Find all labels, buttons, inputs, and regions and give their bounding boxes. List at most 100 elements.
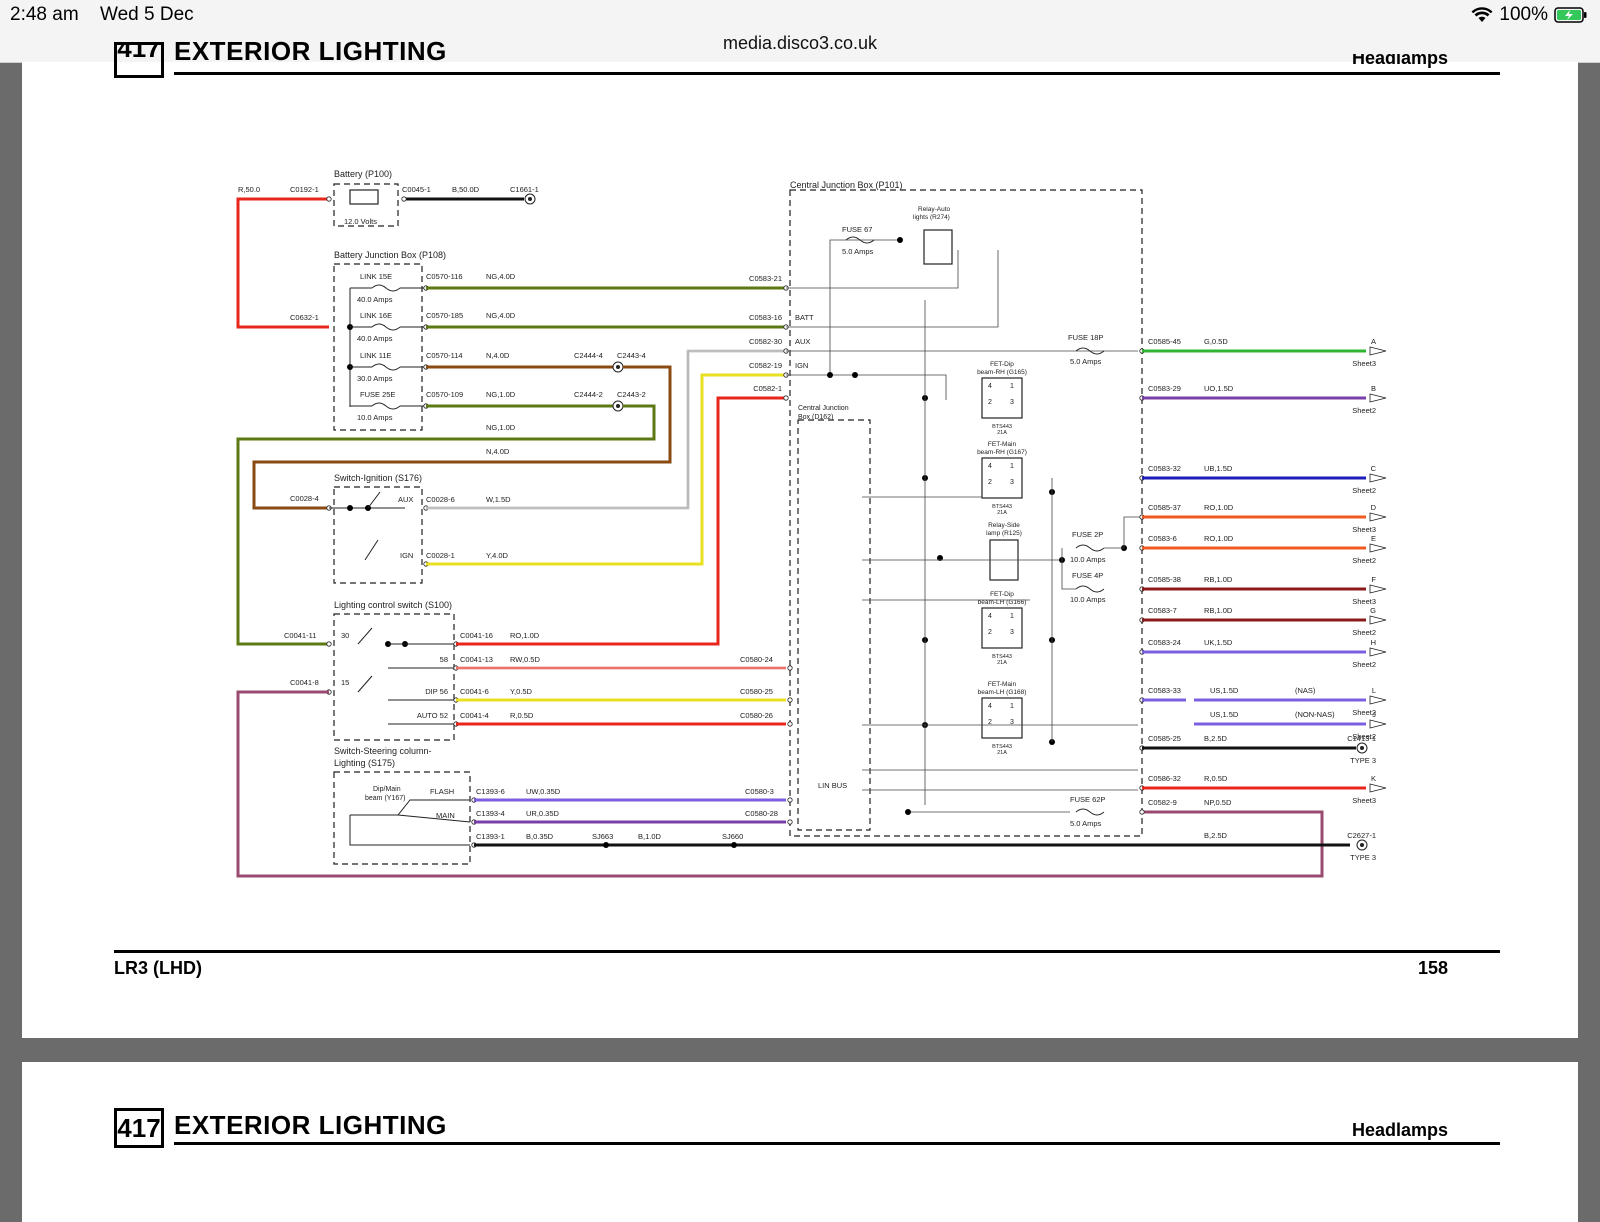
cjb-in-conn: C0583-21 [749, 274, 782, 283]
battery-title: Battery (P100) [334, 169, 392, 179]
fet-main-lh-t2: beam-LH (G168) [978, 689, 1027, 696]
output-sheet: Sheet3 [1352, 359, 1376, 368]
output-wire: RO,1.0D [1204, 503, 1234, 512]
fet-pin: 2 [988, 719, 992, 726]
fet-dip-lh-t1: FET-Dip [990, 591, 1014, 598]
output-letter: K [1371, 774, 1376, 783]
bjb-row-conn: C0570-114 [426, 351, 463, 360]
c2444-2-label: C2444-2 [574, 390, 603, 399]
status-time: 2:48 am [10, 4, 79, 25]
loop-wire1-label: NG,1.0D [486, 423, 516, 432]
ign-conn-in: C0028-4 [290, 494, 319, 503]
bjb-title: Battery Junction Box (P108) [334, 250, 446, 260]
cjb-in-pin [783, 395, 789, 401]
output-letter: C [1371, 464, 1377, 473]
cjb-dot [897, 237, 903, 243]
battery-pin-left [326, 196, 332, 202]
steer-internal [350, 799, 470, 816]
fuse4p: FUSE 4P [1072, 571, 1103, 580]
battery-ground-label: C1661-1 [510, 185, 539, 194]
fuse62p: FUSE 62P [1070, 795, 1105, 804]
fet-pin: 3 [1010, 629, 1014, 636]
fuse62p-amps: 5.0 Amps [1070, 819, 1102, 828]
header-rule-2 [174, 1142, 1500, 1145]
cjb-dot [852, 372, 858, 378]
steer-title1: Switch-Steering column- [334, 746, 432, 756]
battery-conn-left: C0192-1 [290, 185, 319, 194]
steer-internal2 [397, 814, 471, 823]
output-wire: RB,1.0D [1204, 575, 1233, 584]
lcs-box [333, 613, 455, 741]
battery-percent: 100% [1499, 4, 1548, 25]
output-wire: NP,0.5D [1204, 798, 1232, 807]
c2444-4-label: C2444-4 [574, 351, 603, 360]
steer-dest: C0580-28 [745, 809, 778, 818]
lcs-in1: C0041-11 [284, 631, 316, 640]
steer-flash: FLASH [430, 787, 454, 796]
relay-auto-box [923, 229, 953, 265]
bjb-row-wire: NG,1.0D [486, 390, 516, 399]
lin-bus: LIN BUS [818, 781, 847, 790]
bjb-row-wire: NG,4.0D [486, 311, 516, 320]
lcs-in2: C0041-8 [290, 678, 319, 687]
cjb-lower-pin [787, 797, 793, 803]
ign-box [333, 486, 423, 584]
output-wire: UK,1.5D [1204, 638, 1233, 647]
output-letter: B [1371, 384, 1376, 393]
fuse2p-amps: 10.0 Amps [1070, 555, 1106, 564]
output-letter: H [1371, 638, 1376, 647]
bjb-box [333, 263, 423, 431]
fuse67: FUSE 67 [842, 225, 872, 234]
wire-n-loop [252, 365, 672, 510]
fet-bts: 21A [997, 750, 1007, 756]
fuse2p-sym [1075, 544, 1105, 552]
lcs-row-conn: C0041-4 [460, 711, 489, 720]
steer-conn: C1393-4 [476, 809, 505, 818]
battery-wire-left: R,50.0 [238, 185, 260, 194]
fet-bts: BTS443 [992, 654, 1012, 660]
lcs-lever2 [357, 675, 373, 693]
fuse67-amps: 5.0 Amps [842, 247, 874, 256]
lcs-pos30: 30 [341, 631, 349, 640]
output-letter: C1413-1 [1347, 734, 1376, 743]
output-arrow [1369, 393, 1387, 403]
output-sheet: Sheet2 [1352, 732, 1376, 741]
lcs-row-conn: C0041-13 [460, 655, 493, 664]
fet-dip-lh-t2: beam-LH (G166) [978, 599, 1027, 606]
output-letter: J [1372, 710, 1376, 719]
output-sheet: Sheet3 [1352, 796, 1376, 805]
ign-lever2 [364, 539, 379, 561]
output-arrow [1369, 615, 1387, 625]
cjb-in-conn: C0582-1 [753, 384, 782, 393]
header-right: Headlamps [1351, 54, 1448, 68]
lcs-pin-in1 [326, 641, 332, 647]
battery-conn-right: C0045-1 [402, 185, 431, 194]
lcs-row-wire: RO,1.0D [510, 631, 540, 640]
sj663-dot [603, 842, 609, 848]
output-wire: UO,1.5D [1204, 384, 1234, 393]
output-arrow [1369, 346, 1387, 356]
bjb-fuse-amps: 40.0 Amps [357, 334, 393, 343]
fet-bts: 21A [997, 430, 1007, 436]
bjb-row-wire: NG,4.0D [486, 272, 516, 281]
cjb-int [786, 374, 947, 400]
fet-pin: 2 [988, 629, 992, 636]
fuse18p-sym [1075, 347, 1105, 355]
fet-bts: BTS443 [992, 744, 1012, 750]
fet-dip-rh-box [981, 377, 1023, 419]
document-page: 417 EXTERIOR LIGHTING Headlamps Battery … [22, 40, 1578, 1038]
bjb-conn-in: C0632-1 [290, 313, 319, 322]
output-conn: C0585-45 [1148, 337, 1181, 346]
battery-hidden: 4 [355, 199, 356, 200]
output-letter: A [1371, 337, 1376, 346]
lcs-row-dest: C0580-25 [740, 687, 773, 696]
fet-pin: 2 [988, 399, 992, 406]
output-conn: C0582-9 [1148, 798, 1177, 807]
url-text[interactable]: media.disco3.co.uk [722, 33, 878, 53]
bjb-fuse [371, 402, 401, 410]
ign-aux-conn: C0028-6 [426, 495, 455, 504]
cjb-inner-box [797, 419, 871, 831]
fet-pin: 3 [1010, 479, 1014, 486]
output-letter: G [1370, 606, 1376, 615]
ground-center [616, 365, 620, 369]
